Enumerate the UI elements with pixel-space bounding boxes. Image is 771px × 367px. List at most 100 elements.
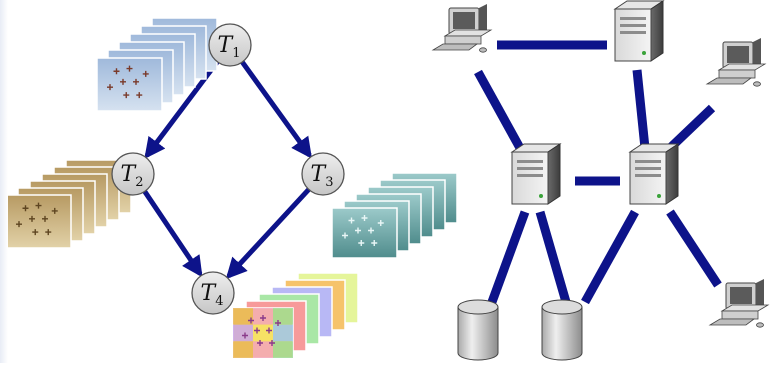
network-link-workstation-2-server-right [664,104,716,154]
plane-mark [16,221,22,228]
server-side-face [547,143,561,205]
network-link-server-left-database-2 [535,210,571,304]
network-devices [431,0,770,361]
network-link-server-top-server-right [632,69,650,149]
plane-mark [32,229,39,236]
server-side-face [665,143,679,205]
task-label: T2 [121,162,144,190]
server-top-server-icon [613,0,665,62]
network-link-workstation-1-server-left [474,69,524,151]
plane-mark [133,78,139,85]
plane-mark [113,68,120,75]
photo-tile [233,308,253,325]
monitor-screen [453,12,475,29]
server-bay [635,160,661,163]
database-body [541,306,583,361]
workstation-1-workstation-icon [431,4,493,53]
server-side-face [650,0,664,62]
task-node-t1: T1 [208,23,252,67]
plane-mark [342,232,348,239]
task-circle [301,152,345,196]
workstation-2-workstation-icon [705,38,767,87]
plane-mark [35,202,42,209]
task-node-t3: T3 [301,152,345,196]
plane-mark [45,229,52,236]
workflow-edges [142,60,313,280]
database-top [457,299,499,315]
server-left-server-icon [510,143,562,205]
plane-mark [348,217,355,224]
plane-mark [126,65,133,72]
workflow-edge-t3-t4 [225,187,311,280]
plane-mark [123,92,130,99]
image-stack-t2 [5,159,132,249]
task-circle [111,152,155,196]
server-led [657,194,661,198]
network-link-server-right-workstation-3 [666,209,722,288]
plane-mark [120,78,126,85]
plane-mark [51,207,58,214]
server-bay [517,174,543,177]
image-stack-t1 [96,17,218,112]
task-label: T3 [311,162,334,190]
server-bay [635,167,661,170]
desktop-unit [718,69,756,79]
server-bay [635,174,661,177]
plane-mark [254,327,260,334]
task-circle [191,271,235,315]
plane-mark [260,315,266,321]
plane-mark [361,215,368,221]
server-right-server-icon [628,143,680,205]
photo-tile [253,341,273,358]
server-led [642,51,646,55]
server-bay [620,31,646,34]
image-stack-t3 [331,172,458,259]
task-circle [208,23,252,67]
image-stacks [5,17,458,359]
task-node-t2: T2 [111,152,155,196]
photo-tile [273,308,293,325]
photo-tile [273,341,293,358]
task-node-t4: T4 [191,271,235,315]
server-bay [620,17,646,20]
database-1-database-icon [457,299,499,361]
plane-mark [269,340,275,346]
monitor-side [756,279,764,309]
mouse [756,322,764,328]
database-2-database-icon [541,299,583,361]
photo-tile [233,324,253,342]
network-links [474,40,722,305]
plane-mark [107,84,113,91]
mouse [753,81,761,87]
keyboard [708,318,756,326]
task-label: T1 [218,33,241,61]
server-bay [517,160,543,163]
page-edge-shade [0,0,8,363]
workflow-edge-t1-t3 [240,60,313,159]
desktop-unit [721,310,759,320]
photo-tile [253,324,273,342]
photo-tile [273,324,293,342]
plane-mark [29,215,35,222]
server-led [539,194,543,198]
server-bay [620,24,646,27]
plane-mark [377,220,384,226]
monitor-screen [730,287,752,304]
server-bay [517,167,543,170]
plane-mark [368,227,374,234]
plane-mark [136,92,143,99]
network-link-server-left-database-1 [487,210,530,304]
keyboard [431,43,479,51]
plane-mark [242,332,248,339]
monitor-side [479,4,487,34]
plane-mark [358,240,365,246]
monitor-side [753,38,761,68]
desktop-unit [444,35,482,45]
plane-mark [142,70,149,77]
workflow-edge-t2-t4 [142,190,203,278]
plane-mark [248,317,254,324]
plane-mark [371,240,378,246]
database-top [541,299,583,315]
